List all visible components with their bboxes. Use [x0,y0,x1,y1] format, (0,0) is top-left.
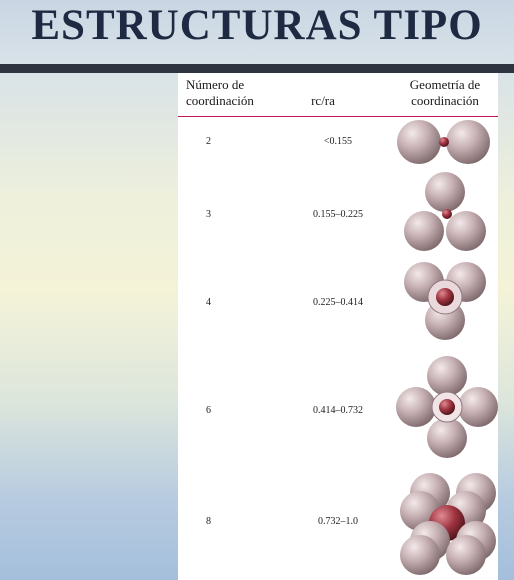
row-4-ratio: 0.414–0.732 [313,405,363,416]
row-3-cn: 4 [206,297,211,308]
octahedral-coordination-icon [396,356,498,458]
row-4-cn: 6 [206,405,211,416]
title-divider-band [0,64,514,73]
header-rule [178,116,498,117]
header-geometry: Geometría de coordinación [409,77,481,108]
row-5-ratio: 0.732–1.0 [318,516,358,527]
cubic-coordination-icon [400,473,496,575]
row-1-ratio: <0.155 [323,136,353,147]
coordination-table: Número de coordinación rc/ra Geometría d… [178,73,498,580]
linear-coordination-icon [397,120,490,164]
slide-title: ESTRUCTURAS TIPO [31,2,483,49]
tetrahedral-coordination-icon [404,262,486,340]
row-5-cn: 8 [206,516,211,527]
row-1-cn: 2 [206,136,211,147]
header-radius-ratio: rc/ra [311,93,335,108]
triangular-coordination-icon [404,172,486,251]
row-2-cn: 3 [206,209,211,220]
row-2-ratio: 0.155–0.225 [313,209,363,220]
row-3-ratio: 0.225–0.414 [313,297,363,308]
header-coordination-number: Número de coordinación [186,77,254,108]
